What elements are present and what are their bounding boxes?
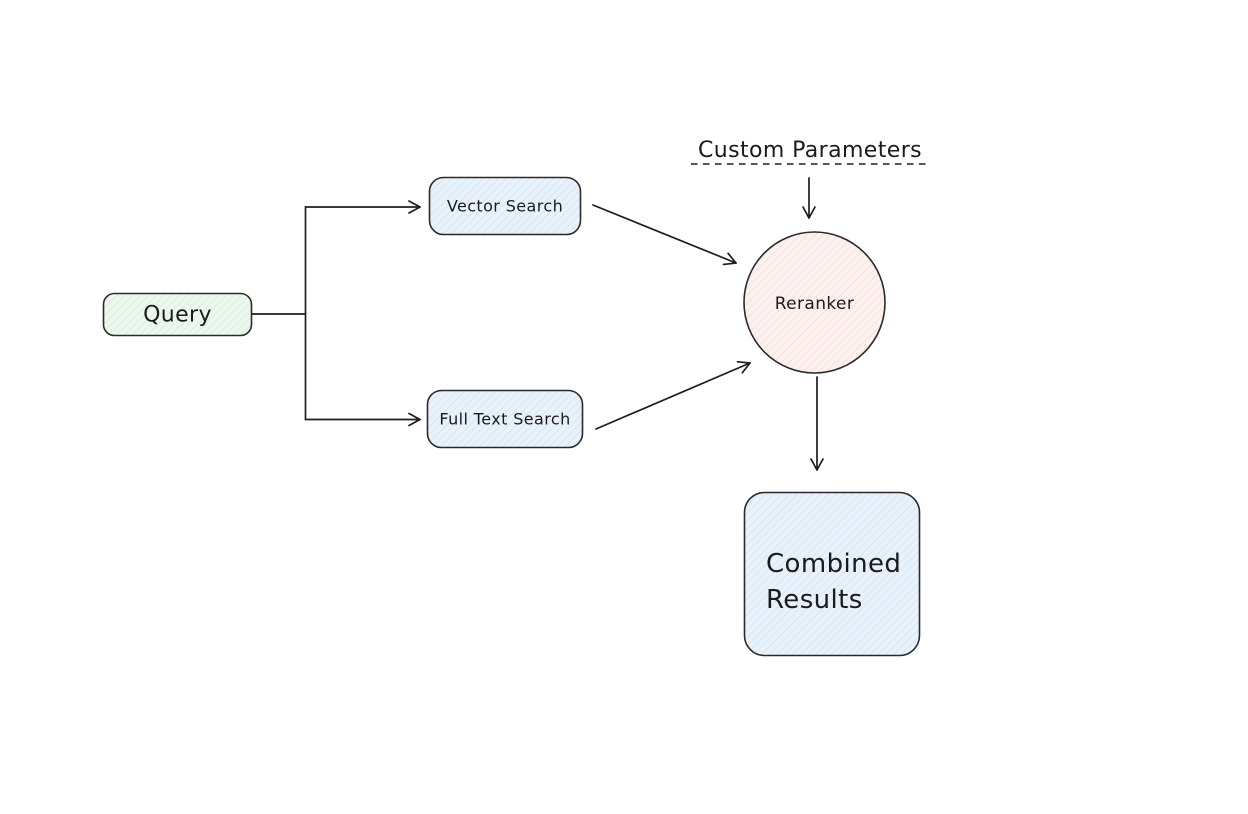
custom-parameters-label: Custom Parameters bbox=[698, 138, 922, 163]
combined-results-box[interactable] bbox=[743, 491, 921, 657]
node-reranker[interactable]: Reranker bbox=[743, 231, 886, 374]
query-box[interactable] bbox=[102, 292, 253, 337]
full-text-search-label: Full Text Search bbox=[439, 410, 570, 429]
combined-results-label-line1: Combined bbox=[766, 549, 901, 579]
reranker-circle[interactable] bbox=[743, 231, 886, 374]
node-full-text-search[interactable]: Full Text Search bbox=[426, 389, 584, 449]
full-text-search-box[interactable] bbox=[426, 389, 584, 449]
edge-full-text-search-to-reranker bbox=[595, 360, 751, 430]
reranker-label: Reranker bbox=[775, 294, 855, 314]
node-custom-parameters[interactable]: Custom Parameters bbox=[691, 138, 931, 165]
vector-search-label: Vector Search bbox=[447, 197, 563, 216]
combined-results-label-line2: Results bbox=[766, 585, 863, 615]
edge-vector-search-to-reranker bbox=[592, 204, 737, 266]
query-label: Query bbox=[143, 303, 212, 328]
node-vector-search[interactable]: Vector Search bbox=[428, 176, 582, 236]
node-query[interactable]: Query bbox=[102, 292, 253, 337]
node-combined-results[interactable]: Combined Results bbox=[743, 491, 921, 657]
edges-layer bbox=[251, 177, 824, 471]
vector-search-box[interactable] bbox=[428, 176, 582, 236]
